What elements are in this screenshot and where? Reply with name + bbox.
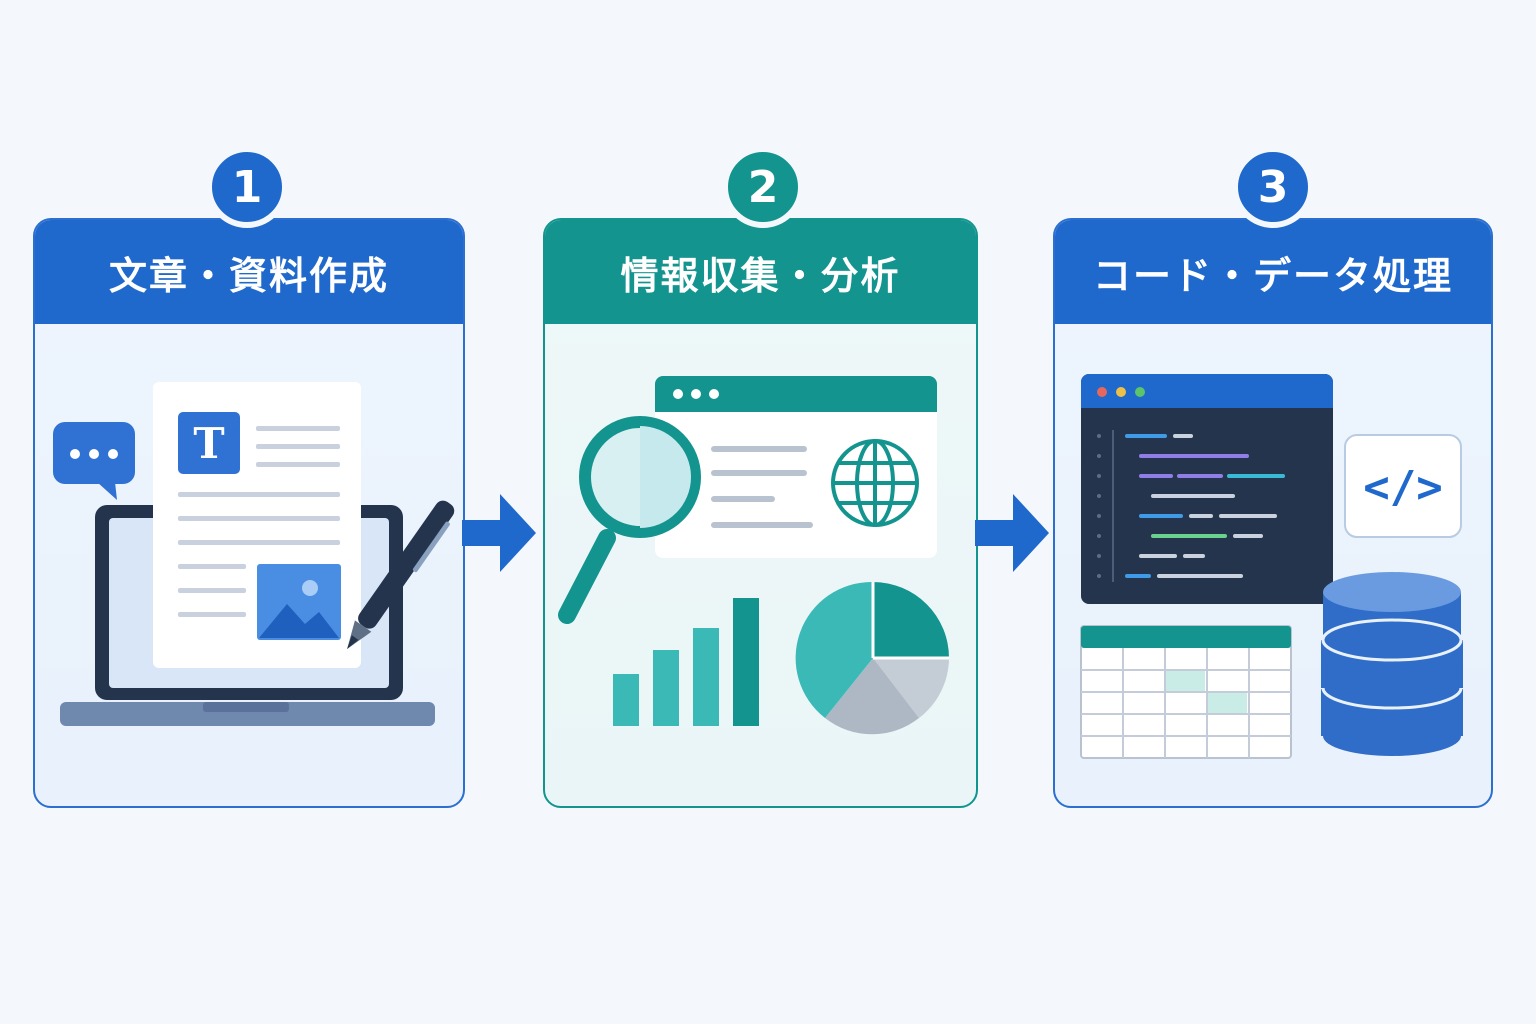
pie-chart-icon — [795, 581, 949, 735]
code-editor-icon — [1081, 374, 1333, 604]
step-number-2: 2 — [722, 146, 804, 228]
step-number-1: 1 — [206, 146, 288, 228]
step-card-code: コード・データ処理 — [1053, 218, 1493, 808]
step-card-research: 情報収集・分析 — [543, 218, 978, 808]
code-illustration: </> — [1080, 374, 1463, 759]
step-title-2: 情報収集・分析 — [545, 220, 976, 324]
code-tag-text: </> — [1363, 462, 1442, 513]
browser-window-icon — [655, 376, 937, 558]
database-icon — [1321, 572, 1463, 756]
step-number-3: 3 — [1232, 146, 1314, 228]
globe-icon — [831, 439, 919, 527]
research-illustration — [558, 376, 949, 735]
bar-chart-icon — [613, 598, 759, 726]
magnifier-icon — [558, 416, 701, 624]
image-icon — [257, 564, 341, 640]
pen-icon — [347, 500, 455, 650]
spreadsheet-icon — [1080, 625, 1292, 759]
step-title-3: コード・データ処理 — [1055, 220, 1491, 324]
step-card-writing: 文章・資料作成 T — [33, 218, 465, 808]
arrow-right-icon — [462, 494, 536, 572]
writing-illustration: T — [53, 382, 455, 726]
step-title-1: 文章・資料作成 — [35, 220, 463, 324]
doc-letter-icon: T — [193, 419, 224, 468]
code-tag-icon: </> — [1344, 434, 1462, 538]
arrow-right-icon — [975, 494, 1049, 572]
chat-bubble-icon — [53, 422, 135, 500]
